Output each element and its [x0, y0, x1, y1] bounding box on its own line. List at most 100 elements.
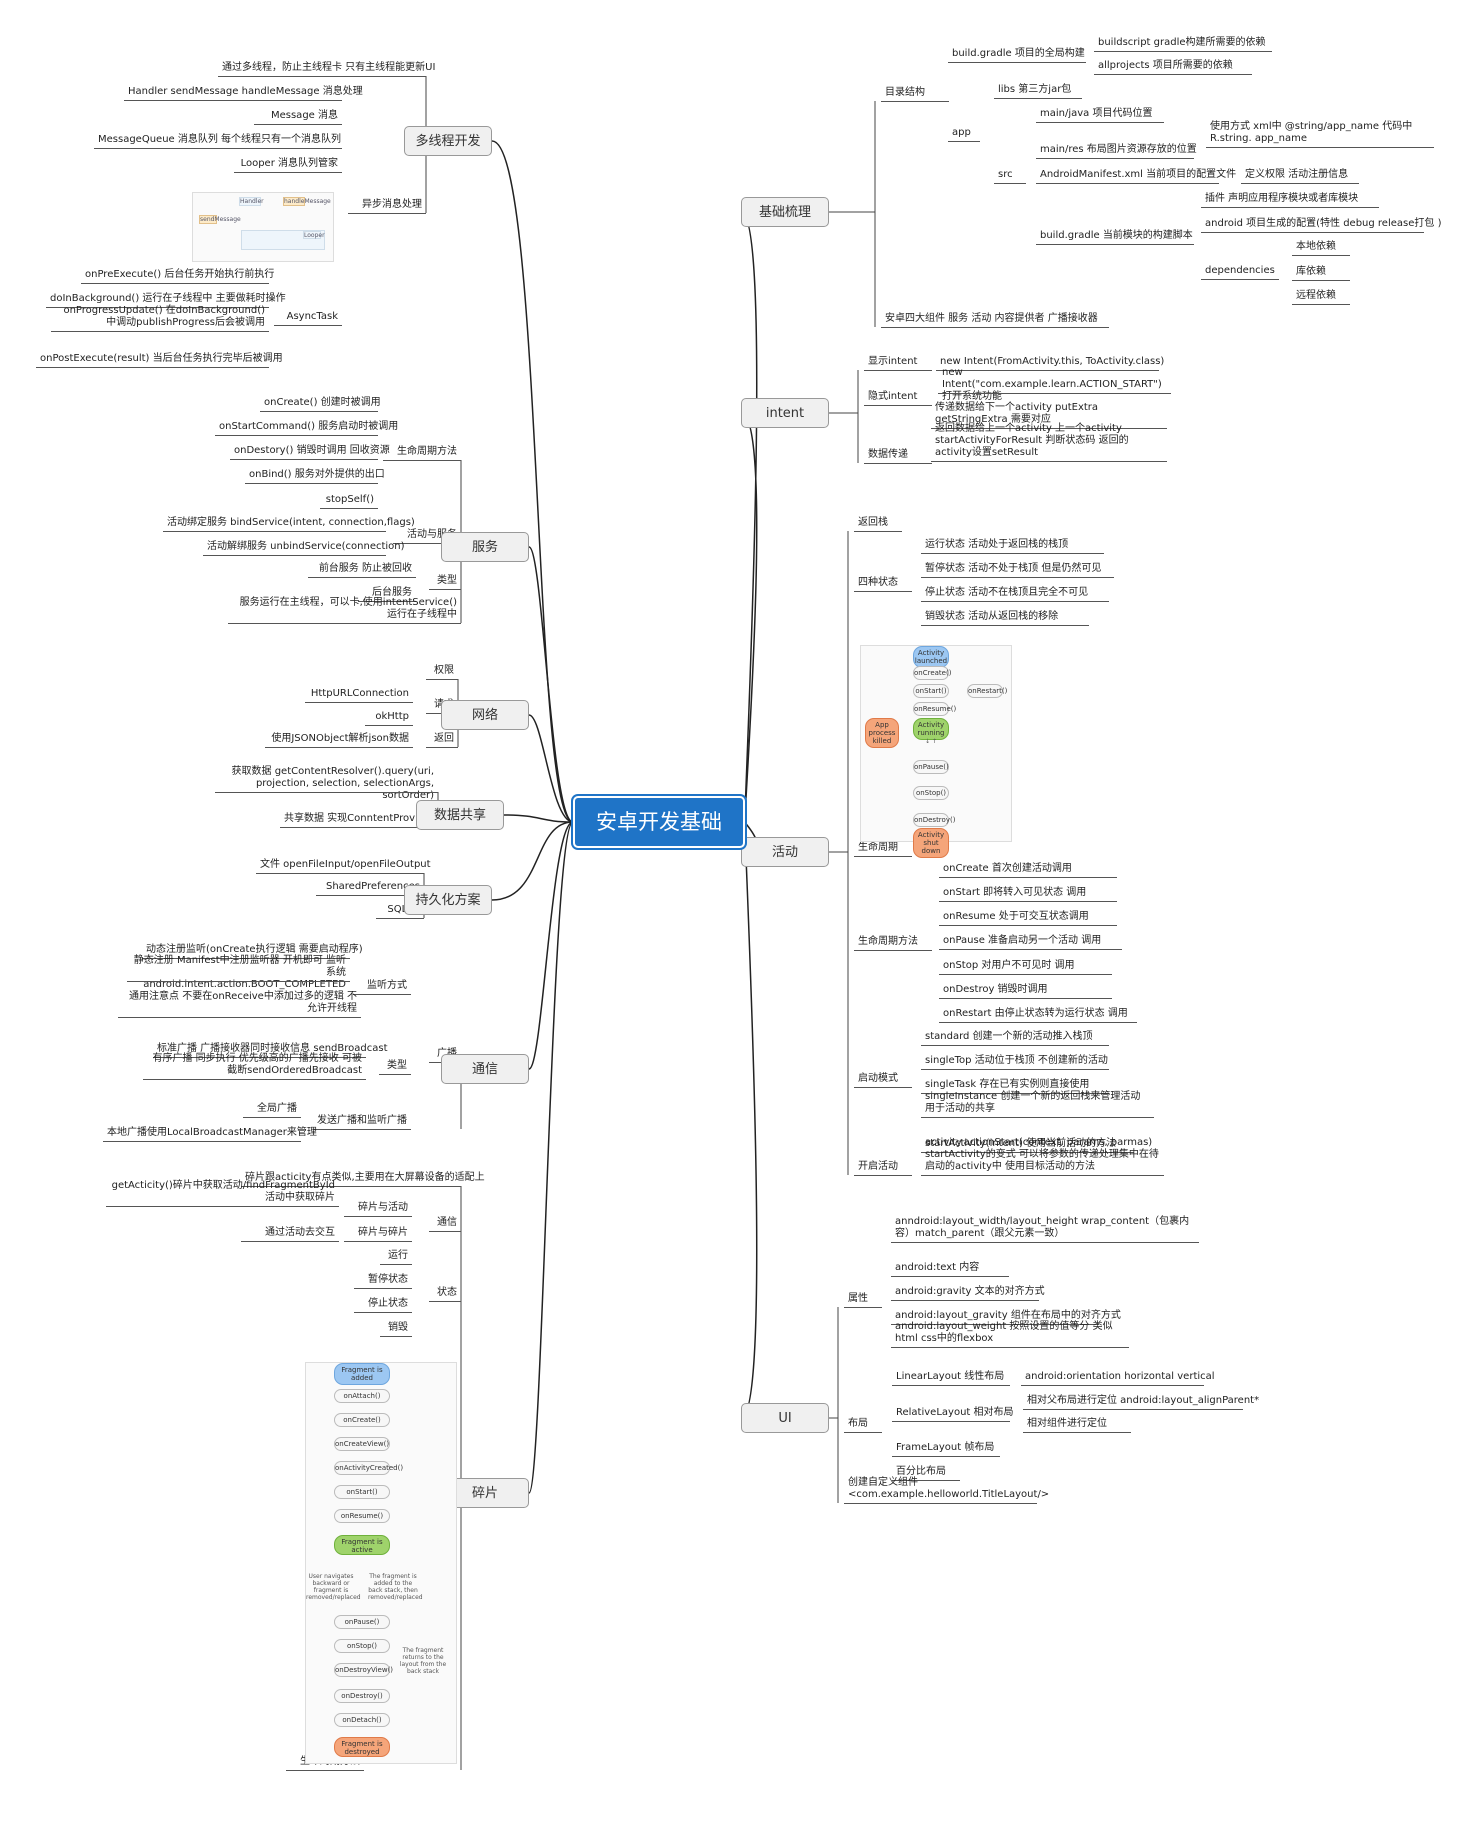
- fr-running[interactable]: 运行: [388, 1250, 408, 1261]
- mt-looper[interactable]: Looper 消息队列管家: [240, 158, 338, 169]
- topic-basics[interactable]: 基础梳理: [741, 197, 829, 227]
- basics-src[interactable]: src: [998, 169, 1013, 180]
- cm-ordered[interactable]: 有序广播 同步执行 优先级高的广播先接收 可被截断sendOrderedBroa…: [152, 1053, 362, 1076]
- activity-m-create[interactable]: onCreate 首次创建活动调用: [943, 863, 1072, 874]
- basics-allprojects[interactable]: allprojects 项目所需要的依赖: [1098, 60, 1233, 71]
- ds-provider[interactable]: 共享数据 实现ConntentProvider: [284, 813, 435, 824]
- activity-single-instance[interactable]: singleInstance 创建一个新的返回栈来管理活动 用于活动的共享: [925, 1091, 1141, 1114]
- ps-file[interactable]: 文件 openFileInput/openFileOutput: [260, 859, 431, 870]
- intent-implicit-code[interactable]: new Intent("com.example.learn.ACTION_STA…: [942, 367, 1162, 402]
- ui-a-layout[interactable]: anndroid:layout_width/layout_height wrap…: [895, 1216, 1190, 1239]
- basics-local-dep[interactable]: 本地依赖: [1296, 241, 1336, 252]
- basics-app[interactable]: app: [952, 127, 971, 138]
- fr-stopped[interactable]: 停止状态: [368, 1298, 408, 1309]
- intent-to-next[interactable]: 传递数据给下一个activity putExtra getStringExtra…: [935, 402, 1099, 425]
- basics-lib-dep[interactable]: 库依赖: [1296, 266, 1326, 277]
- ui-a-layout-gravity[interactable]: android:layout_gravity 组件在布局中的对齐方式: [895, 1310, 1121, 1321]
- activity-s-running[interactable]: 运行状态 活动处于返回栈的栈顶: [925, 539, 1069, 550]
- mt-pre[interactable]: onPreExecute() 后台任务开始执行前执行: [85, 269, 275, 280]
- svc-on-bind[interactable]: onBind() 服务对外提供的出口: [249, 469, 385, 480]
- ui-a-weight[interactable]: android:layout_weight 按照设置的值等分 类似html cs…: [895, 1321, 1113, 1344]
- cm-listen[interactable]: 监听方式: [367, 980, 407, 991]
- cm-local[interactable]: 本地广播使用LocalBroadcastManager来管理: [107, 1127, 317, 1138]
- activity-m-stop[interactable]: onStop 对用户不可见时 调用: [943, 960, 1075, 971]
- activity-four-states[interactable]: 四种状态: [858, 577, 898, 588]
- topic-datashare[interactable]: 数据共享: [416, 800, 504, 830]
- fr-paused[interactable]: 暂停状态: [368, 1274, 408, 1285]
- svc-bind[interactable]: 活动绑定服务 bindService(intent, connection,fl…: [167, 517, 415, 528]
- mt-message[interactable]: Message 消息: [270, 110, 338, 121]
- svc-stop-self[interactable]: stopSelf(): [325, 494, 374, 505]
- fr-frag-frag[interactable]: 碎片与碎片: [358, 1227, 408, 1238]
- activity-single-top[interactable]: singleTop 活动位于栈顶 不创建新的活动: [925, 1055, 1108, 1066]
- net-okhttp[interactable]: okHttp: [375, 711, 409, 722]
- svc-bg[interactable]: 后台服务: [372, 587, 412, 598]
- ui-attrs[interactable]: 属性: [848, 1293, 868, 1304]
- svc-on-destroy[interactable]: onDestory() 销毁时调用 回收资源: [234, 445, 390, 456]
- topic-service[interactable]: 服务: [441, 532, 529, 562]
- svc-lifecycle[interactable]: 生命周期方法: [397, 446, 457, 457]
- ui-a-gravity[interactable]: android:gravity 文本的对齐方式: [895, 1286, 1045, 1297]
- activity-start[interactable]: 开启活动: [858, 1161, 898, 1172]
- mt-post[interactable]: onPostExecute(result) 当后台任务执行完毕后被调用: [40, 353, 283, 364]
- cm-static[interactable]: 静态注册 Manifest中注册监听器 开机即可 监听系统android.int…: [133, 955, 346, 990]
- ui-frame[interactable]: FrameLayout 帧布局: [896, 1442, 995, 1453]
- activity-lifecycle-methods[interactable]: 生命周期方法: [858, 936, 918, 947]
- mt-async-msg[interactable]: 异步消息处理: [362, 199, 422, 210]
- mt-progress[interactable]: onProgressUpdate() 在doInBackground() 中调动…: [63, 305, 265, 328]
- activity-lifecycle[interactable]: 生命周期: [858, 842, 898, 853]
- cm-types[interactable]: 类型: [387, 1060, 407, 1071]
- fr-comm[interactable]: 通信: [437, 1217, 457, 1228]
- topic-network[interactable]: 网络: [441, 700, 529, 730]
- basics-build-gradle[interactable]: build.gradle 项目的全局构建: [952, 48, 1085, 59]
- cm-standard[interactable]: 标准广播 广播接收器同时接收信息 sendBroadcast: [157, 1043, 388, 1054]
- root-topic[interactable]: 安卓开发基础: [573, 796, 745, 848]
- mt-bg[interactable]: doInBackground() 运行在子线程中 主要做耗时操作: [50, 293, 286, 304]
- ui-rel-comp[interactable]: 相对组件进行定位: [1027, 1418, 1107, 1429]
- svc-unbind[interactable]: 活动解绑服务 unbindService(connection): [207, 541, 405, 552]
- basics-buildscript[interactable]: buildscript gradle构建所需要的依赖: [1098, 37, 1266, 48]
- basics-main-res[interactable]: main/res 布局图片资源存放的位置: [1040, 144, 1197, 155]
- cm-caution[interactable]: 通用注意点 不要在onReceive中添加过多的逻辑 不允许开线程: [129, 991, 357, 1014]
- cm-send[interactable]: 发送广播和监听广播: [317, 1115, 407, 1126]
- ui-linear[interactable]: LinearLayout 线性布局: [896, 1371, 1005, 1382]
- svc-on-start[interactable]: onStartCommand() 服务启动时被调用: [219, 421, 399, 432]
- mt-async-task[interactable]: AsyncTask: [286, 311, 338, 322]
- ui-custom[interactable]: 创建自定义组件 <com.example.helloworld.TitleLay…: [848, 1477, 1050, 1500]
- basics-android[interactable]: android 项目生成的配置(特性 debug release打包 ): [1205, 218, 1442, 229]
- basics-manifest[interactable]: AndroidManifest.xml 当前项目的配置文件: [1040, 169, 1237, 180]
- mt-queue[interactable]: MessageQueue 消息队列 每个线程只有一个消息队列: [98, 134, 342, 145]
- activity-sa2[interactable]: activity.actionStart(context, params, pa…: [925, 1137, 1159, 1172]
- topic-persistence[interactable]: 持久化方案: [404, 885, 492, 915]
- basics-four[interactable]: 安卓四大组件 服务 活动 内容提供者 广播接收器: [885, 313, 1098, 324]
- activity-s-paused[interactable]: 暂停状态 活动不处于栈顶 但是仍然可见: [925, 563, 1102, 574]
- activity-single-task[interactable]: singleTask 存在已有实例则直接使用: [925, 1079, 1090, 1090]
- fr-via-activity[interactable]: 通过活动去交互: [265, 1227, 335, 1238]
- mt-intro[interactable]: 通过多线程，防止主线程卡 只有主线程能更新UI: [222, 62, 436, 73]
- net-http[interactable]: HttpURLConnection: [310, 688, 409, 699]
- svc-on-create[interactable]: onCreate() 创建时被调用: [264, 397, 381, 408]
- fr-get-frag[interactable]: getActicity()碎片中获取活动/findFragmentById 活动…: [111, 1180, 335, 1203]
- activity-standard[interactable]: standard 创建一个新的活动推入栈顶: [925, 1031, 1093, 1042]
- basics-libs[interactable]: libs 第三方jar包: [998, 84, 1072, 95]
- svc-fg[interactable]: 前台服务 防止被回收: [318, 563, 412, 574]
- topic-multithread[interactable]: 多线程开发: [404, 126, 492, 156]
- activity-m-destroy[interactable]: onDestroy 销毁时调用: [943, 984, 1048, 995]
- ui-relative[interactable]: RelativeLayout 相对布局: [896, 1407, 1014, 1418]
- net-permission[interactable]: 权限: [434, 665, 454, 676]
- basics-dependencies[interactable]: dependencies: [1205, 265, 1275, 276]
- mt-handler[interactable]: Handler sendMessage handleMessage 消息处理: [128, 86, 363, 97]
- fr-frag-act[interactable]: 碎片与活动: [358, 1202, 408, 1213]
- activity-m-start[interactable]: onStart 即将转入可见状态 调用: [943, 887, 1087, 898]
- activity-m-pause[interactable]: onPause 准备启动另一个活动 调用: [943, 935, 1102, 946]
- topic-activity[interactable]: 活动: [741, 837, 829, 867]
- intent-transfer[interactable]: 数据传递: [868, 449, 908, 460]
- basics-dir[interactable]: 目录结构: [885, 87, 925, 98]
- basics-res-usage[interactable]: 使用方式 xml中 @string/app_name 代码中 R.string.…: [1210, 121, 1413, 144]
- intent-implicit[interactable]: 隐式intent: [868, 391, 918, 402]
- topic-intent[interactable]: intent: [741, 398, 829, 428]
- cm-dynamic[interactable]: 动态注册监听(onCreate执行逻辑 需要启动程序): [146, 944, 363, 955]
- cm-broadcast[interactable]: 广播: [433, 1048, 457, 1060]
- fr-destroyed[interactable]: 销毁: [388, 1322, 408, 1333]
- basics-remote-dep[interactable]: 远程依赖: [1296, 290, 1336, 301]
